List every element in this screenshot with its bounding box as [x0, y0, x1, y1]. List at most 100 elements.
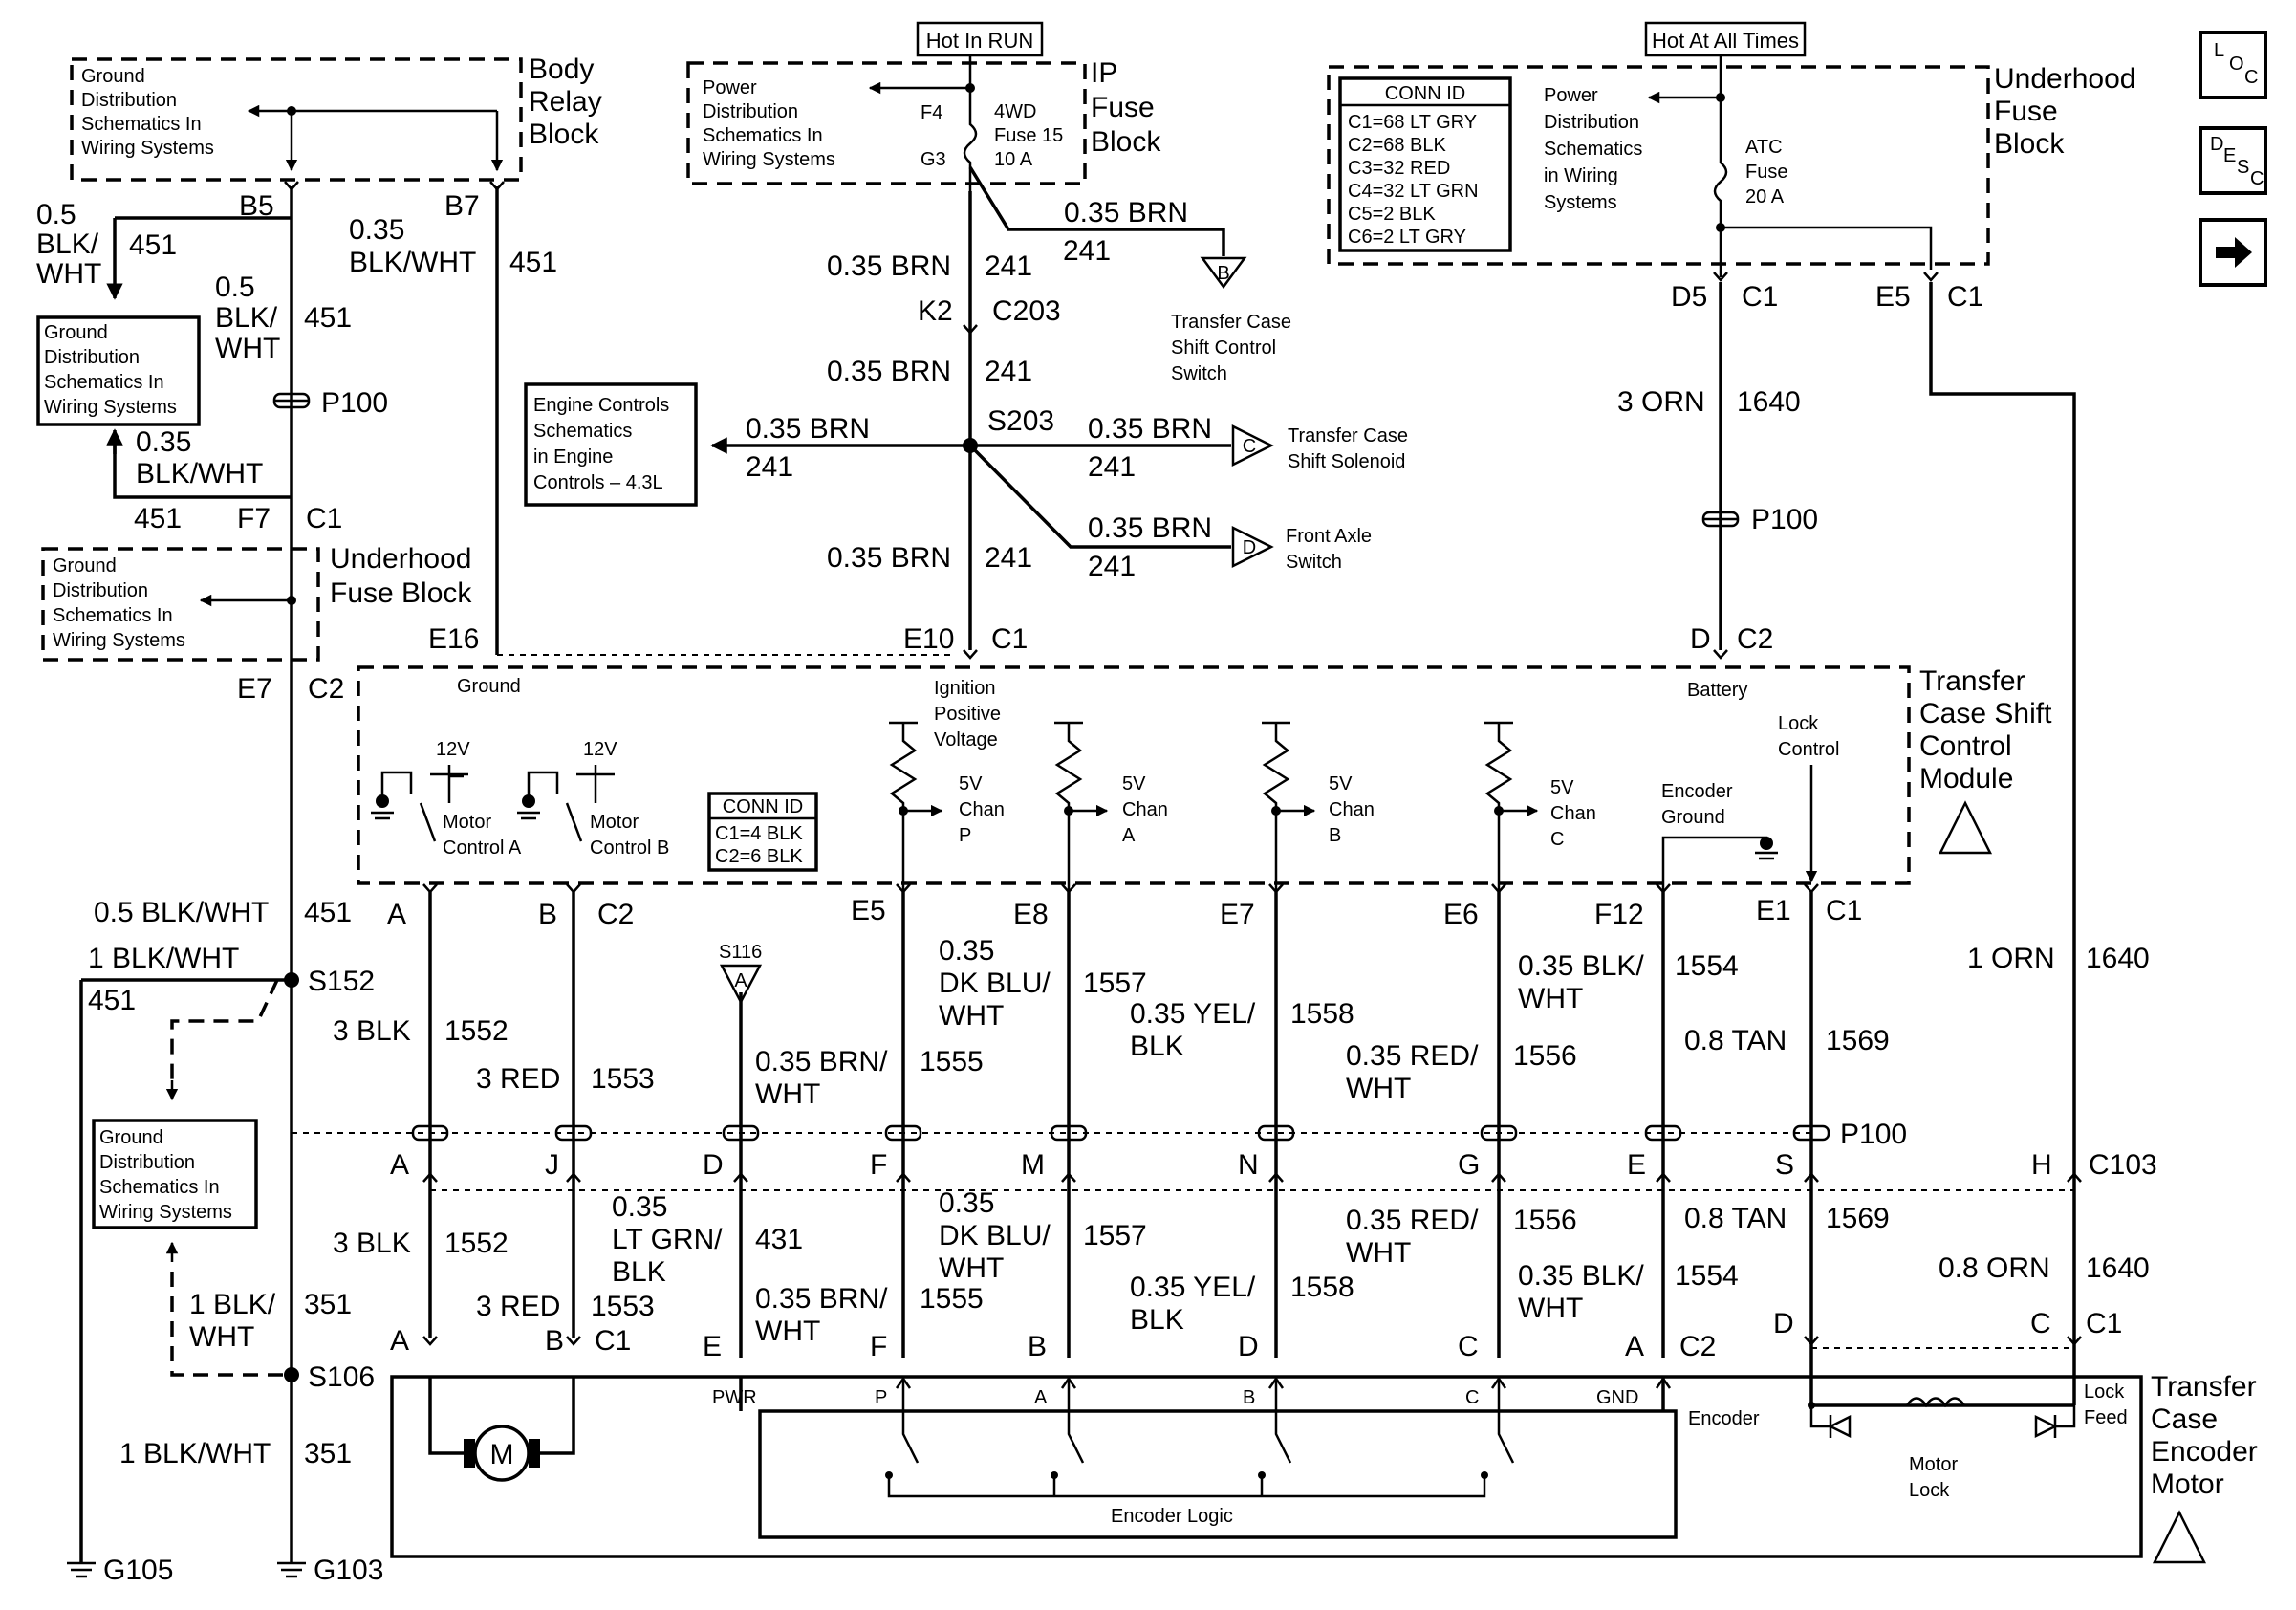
- diagram-label: Schematics In: [703, 125, 823, 146]
- diagram-label: 12V: [436, 739, 470, 760]
- diagram-label: 0.35 BLK/: [1518, 1260, 1644, 1292]
- diagram-label: Engine Controls: [533, 395, 669, 416]
- diagram-label: CONN ID: [1385, 83, 1465, 104]
- diagram-label: Relay: [529, 86, 602, 118]
- diagram-label: Distribution: [703, 101, 798, 122]
- diagram-label: E7: [237, 673, 272, 705]
- diagram-label: G: [1458, 1149, 1480, 1181]
- diagram-label: in Wiring: [1544, 165, 1618, 186]
- diagram-label: 241: [1088, 451, 1136, 483]
- diagram-label: 0.35 BRN: [746, 413, 870, 445]
- diagram-label: Distribution: [44, 347, 140, 368]
- diagram-label: A: [734, 970, 747, 991]
- diagram-label: Ground: [44, 322, 108, 343]
- diagram-label: 0.35 BRN: [827, 356, 951, 387]
- diagram-label: S203: [987, 405, 1054, 437]
- diagram-label: 451: [134, 503, 182, 534]
- diagram-label: C: [1550, 829, 1564, 850]
- diagram-label: B7: [444, 190, 480, 222]
- diagram-label: E16: [428, 623, 479, 655]
- diagram-label: Module: [1919, 763, 2013, 794]
- diagram-label: C103: [2089, 1149, 2157, 1181]
- diagram-label: 1640: [2086, 1252, 2150, 1284]
- diagram-label: 1640: [1737, 386, 1801, 418]
- diagram-label: WHT: [755, 1078, 820, 1110]
- c103-connector-row: A J D F M N G E S H C103: [390, 1149, 2157, 1191]
- diagram-label: Lock: [2084, 1382, 2125, 1403]
- diagram-label: Encoder Logic: [1111, 1506, 1233, 1527]
- diagram-label: E6: [1443, 899, 1479, 930]
- diagram-label: S106: [308, 1361, 375, 1393]
- diagram-label: N: [1238, 1149, 1259, 1181]
- diagram-label: Schematics: [1544, 139, 1642, 160]
- diagram-label: BLK: [1130, 1031, 1184, 1062]
- diagram-label: Ground: [99, 1127, 163, 1148]
- diagram-label: 0.5: [215, 272, 255, 303]
- diagram-label: Motor: [443, 812, 491, 833]
- dest-b-letter: B: [1217, 263, 1229, 284]
- s116-splice: S116 A: [719, 942, 762, 1005]
- next-page-button[interactable]: [2199, 218, 2267, 287]
- diagram-label: M: [1021, 1149, 1045, 1181]
- diagram-label: C2=68 BLK: [1348, 135, 1447, 156]
- diagram-label: Switch: [1286, 552, 1342, 573]
- diagram-label: 241: [985, 356, 1032, 387]
- diagram-label: 451: [88, 985, 136, 1016]
- diagram-label: C1=68 LT GRY: [1348, 112, 1477, 133]
- diagram-label: S116: [719, 942, 762, 963]
- diagram-label: C: [1243, 436, 1256, 457]
- diagram-label: Power: [1544, 85, 1598, 106]
- diagram-label: 1557: [1083, 1220, 1147, 1251]
- diagram-label: Ground: [53, 555, 117, 577]
- diagram-label: Underhood: [330, 543, 471, 575]
- diagram-label: 1640: [2086, 943, 2150, 974]
- diagram-label: PWR: [712, 1387, 757, 1408]
- diagram-label: Schematics: [533, 421, 632, 442]
- diagram-label: Block: [1994, 128, 2065, 160]
- diagram-label: WHT: [1518, 983, 1583, 1014]
- diagram-label: Block: [529, 119, 599, 150]
- diagram-label: 351: [304, 1438, 352, 1469]
- ip-fuse-block: Power Distribution Schematics In Wiring …: [686, 55, 1161, 191]
- diagram-label: G105: [103, 1555, 173, 1586]
- diagram-label: K2: [918, 295, 953, 327]
- diagram-label: 1 BLK/WHT: [88, 943, 239, 974]
- diagram-label: 1558: [1290, 1272, 1354, 1303]
- diagram-label: Fuse 15: [994, 125, 1063, 146]
- diagram-label: LT GRN/: [612, 1224, 723, 1255]
- diagram-label: Body: [529, 54, 594, 85]
- diagram-label: C: [1465, 1387, 1479, 1408]
- diagram-label: Shift Solenoid: [1288, 451, 1405, 472]
- diagram-label: Ground: [457, 676, 521, 697]
- diagram-label: 5V: [1550, 777, 1574, 798]
- diagram-label: H: [2031, 1149, 2052, 1181]
- description-button[interactable]: D E S C: [2199, 126, 2267, 195]
- diagram-label: 451: [509, 247, 557, 278]
- ground-distribution-ref-4: Ground Distribution Schematics In Wiring…: [92, 1080, 292, 1377]
- diagram-label: 241: [1063, 235, 1111, 267]
- diagram-label: 1569: [1826, 1025, 1890, 1056]
- diagram-label: Transfer Case: [1171, 312, 1291, 333]
- diagram-label: 0.8 TAN: [1684, 1203, 1787, 1234]
- encoder-motor: M PWR P A B C GND Encoder Encoder Logic …: [390, 1371, 2258, 1564]
- diagram-label: Schematics In: [81, 114, 202, 135]
- diagram-label: WHT: [36, 258, 101, 290]
- diagram-label: 241: [985, 542, 1032, 574]
- diagram-label: C: [1458, 1331, 1479, 1362]
- diagram-label: Hot In RUN: [926, 29, 1033, 53]
- diagram-label: J: [545, 1149, 559, 1181]
- diagram-label: 1555: [920, 1283, 984, 1315]
- diagram-label: Ignition: [934, 678, 996, 699]
- diagram-label: 1552: [444, 1228, 509, 1259]
- diagram-label: 3 RED: [476, 1291, 560, 1322]
- diagram-label: 0.5 BLK/WHT: [94, 897, 269, 928]
- diagram-label: 1554: [1675, 1260, 1739, 1292]
- diagram-label: P100: [1751, 504, 1818, 535]
- diagram-label: A: [1625, 1331, 1644, 1362]
- location-button[interactable]: L O C: [2199, 31, 2267, 99]
- diagram-label: E1: [1756, 895, 1791, 926]
- diagram-label: B: [1243, 1387, 1255, 1408]
- diagram-label: E5: [1875, 281, 1911, 313]
- module-pins: [422, 883, 1819, 894]
- p100-connector-row: P100: [292, 1119, 1907, 1150]
